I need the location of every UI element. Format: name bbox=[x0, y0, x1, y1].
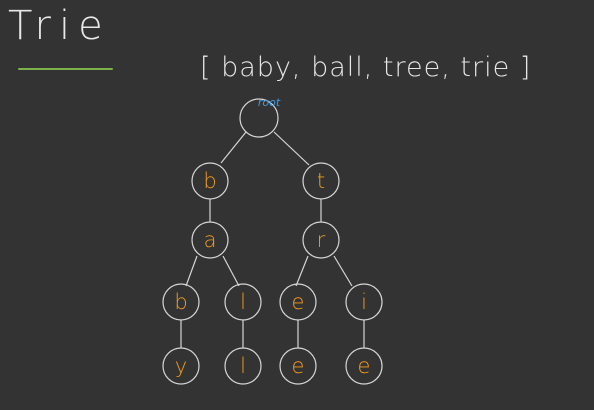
trie-node-e: e bbox=[279, 283, 317, 321]
node-letter-b2: b bbox=[174, 290, 187, 314]
root-label: root bbox=[258, 96, 281, 109]
node-circle bbox=[224, 347, 262, 385]
node-circle bbox=[191, 221, 229, 259]
node-letter-i: i bbox=[361, 290, 367, 314]
trie-node-y: y bbox=[162, 347, 200, 385]
node-letter-y: y bbox=[175, 354, 187, 378]
node-circle bbox=[302, 221, 340, 259]
trie-node-t: t bbox=[302, 162, 340, 200]
node-circle bbox=[279, 283, 317, 321]
edge-root-t bbox=[273, 131, 310, 166]
word-list: [ baby, ball, tree, trie ] bbox=[200, 52, 532, 83]
node-circle bbox=[224, 283, 262, 321]
node-circle bbox=[162, 283, 200, 321]
title-underline bbox=[18, 68, 113, 70]
node-letter-e3: e bbox=[358, 354, 371, 378]
node-letter-e: e bbox=[292, 290, 305, 314]
node-letter-r: r bbox=[317, 228, 326, 252]
trie-node-i: i bbox=[345, 283, 383, 321]
node-circle bbox=[302, 162, 340, 200]
node-circle bbox=[162, 347, 200, 385]
node-circle bbox=[345, 283, 383, 321]
trie-node-b: b bbox=[191, 162, 229, 200]
node-letter-a: a bbox=[204, 228, 217, 252]
node-circle bbox=[191, 162, 229, 200]
node-letter-l2: l bbox=[240, 354, 246, 378]
trie-node-r: r bbox=[302, 221, 340, 259]
trie-node-b2: b bbox=[162, 283, 200, 321]
edge-r-e bbox=[295, 255, 309, 287]
trie-node-l2: l bbox=[224, 347, 262, 385]
trie-node-l: l bbox=[224, 283, 262, 321]
node-letter-e2: e bbox=[292, 354, 305, 378]
trie-node-a: a bbox=[191, 221, 229, 259]
node-circle bbox=[239, 98, 279, 138]
node-letter-t: t bbox=[317, 169, 325, 193]
trie-node-e3: e bbox=[345, 347, 383, 385]
node-circle bbox=[345, 347, 383, 385]
trie-edges bbox=[180, 131, 365, 348]
edge-root-b bbox=[220, 131, 247, 164]
page-title: Trie bbox=[8, 3, 111, 49]
node-circle bbox=[279, 347, 317, 385]
node-letter-b: b bbox=[203, 169, 216, 193]
trie-node-root: root bbox=[239, 96, 281, 138]
trie-node-e2: e bbox=[279, 347, 317, 385]
edge-a-b bbox=[185, 255, 198, 287]
edge-r-i bbox=[333, 255, 353, 287]
edge-a-l bbox=[222, 255, 240, 287]
node-letter-l: l bbox=[240, 290, 246, 314]
